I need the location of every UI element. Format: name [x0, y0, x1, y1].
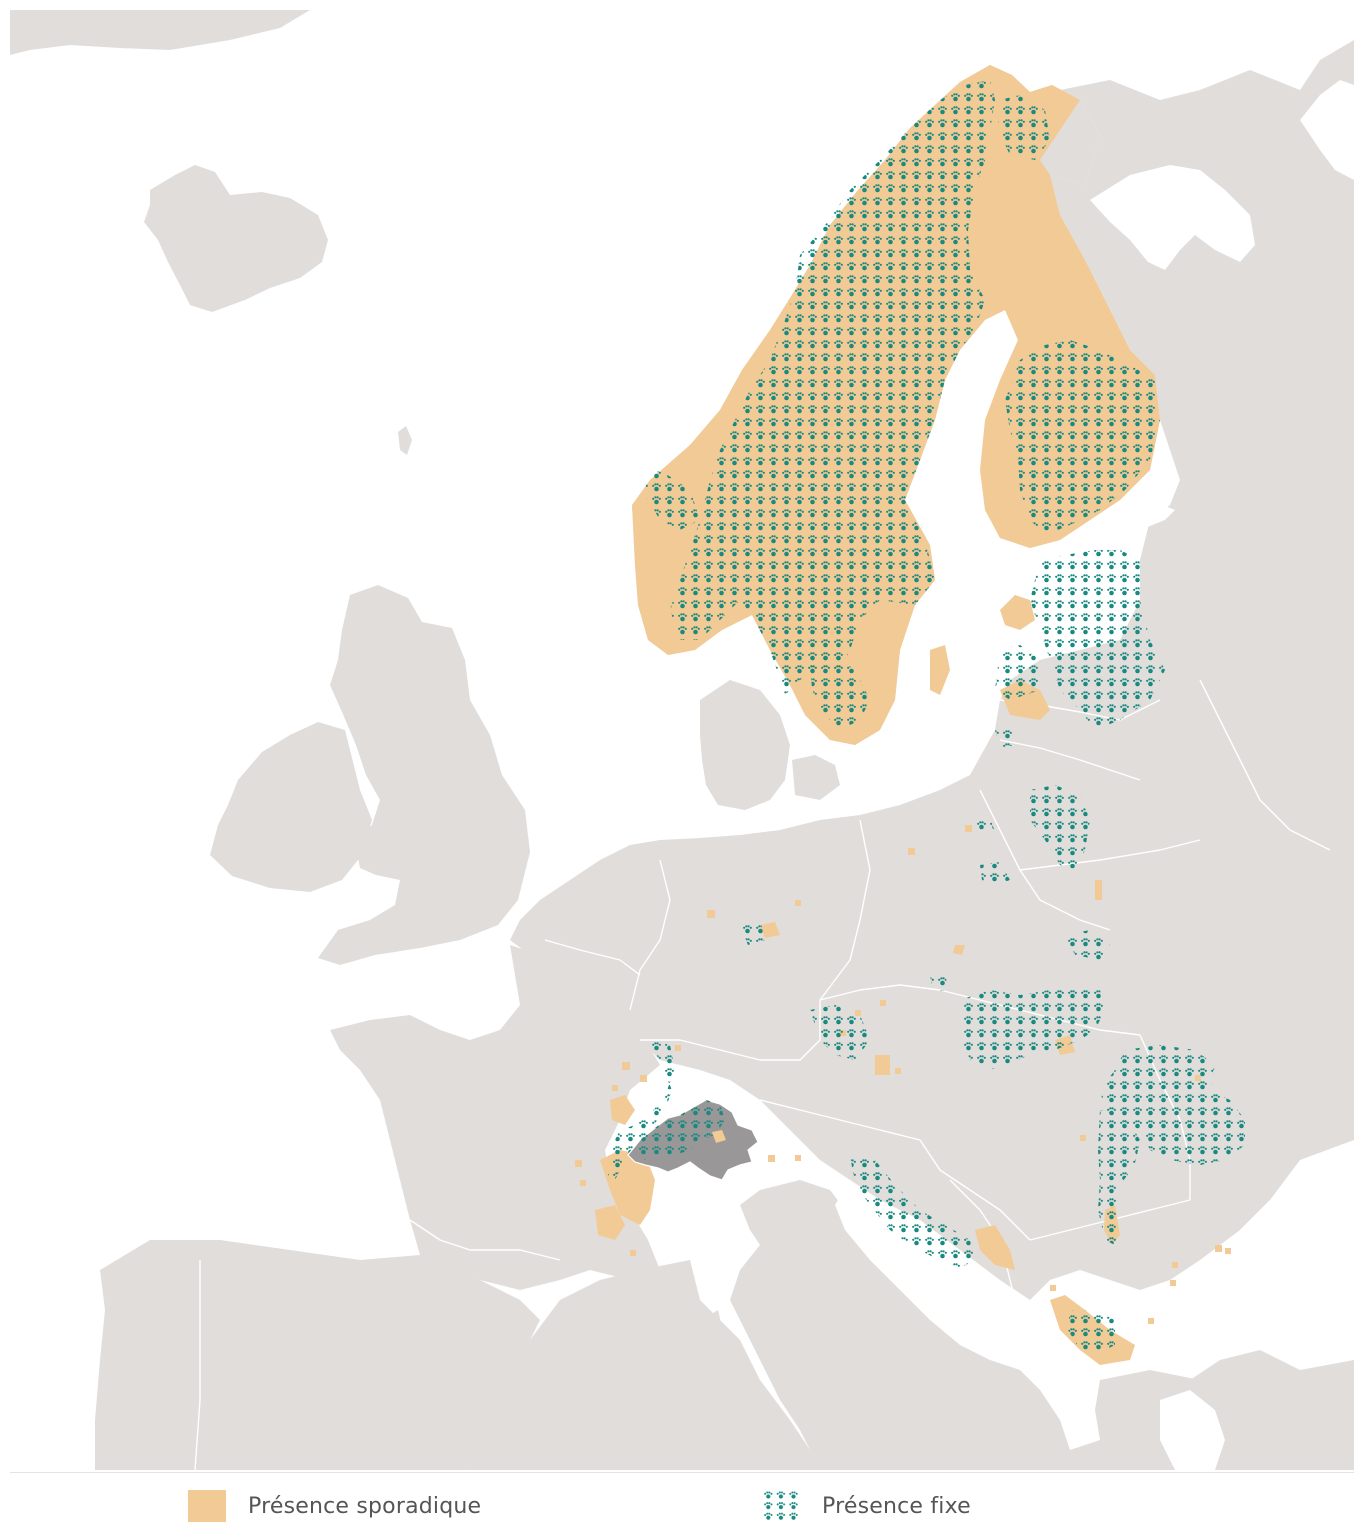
legend-item-fixed: Présence fixe	[762, 1488, 971, 1524]
sporadic-swatch	[188, 1490, 226, 1522]
switzerland-sporadic-spot	[712, 1130, 726, 1143]
black-sea	[1240, 1150, 1354, 1350]
gulf-of-finland	[1030, 500, 1175, 565]
greenland	[10, 10, 310, 55]
iberia	[95, 1240, 540, 1470]
turkey-west	[1250, 1360, 1354, 1470]
france	[330, 945, 660, 1290]
map-legend: Présence sporadique Présence fixe	[0, 1488, 1364, 1524]
corsica	[702, 1310, 725, 1370]
sardinia	[698, 1385, 735, 1465]
denmark	[700, 680, 790, 810]
legend-item-sporadic: Présence sporadique	[188, 1488, 481, 1524]
europe-map	[10, 10, 1354, 1470]
danish-islands	[792, 755, 840, 800]
iceland	[144, 165, 328, 312]
faroe-islands	[398, 426, 412, 455]
north-russia-bay	[1300, 80, 1354, 180]
great-britain	[318, 585, 530, 965]
gulf-of-bothnia	[918, 310, 1018, 565]
switzerland-fixed-presence	[635, 1100, 725, 1160]
italy	[730, 1195, 990, 1470]
ireland	[210, 722, 372, 892]
sporadic-label: Présence sporadique	[248, 1493, 482, 1519]
adriatic-sea	[835, 1180, 1040, 1370]
white-sea	[1090, 165, 1255, 270]
fixed-swatch	[762, 1490, 800, 1522]
continental-europe	[470, 640, 1354, 1470]
fixed-label: Présence fixe	[822, 1493, 971, 1519]
legend-divider	[10, 1472, 1354, 1473]
aegean-sea	[1160, 1390, 1225, 1470]
fixed-presence-areas	[608, 80, 1245, 1355]
